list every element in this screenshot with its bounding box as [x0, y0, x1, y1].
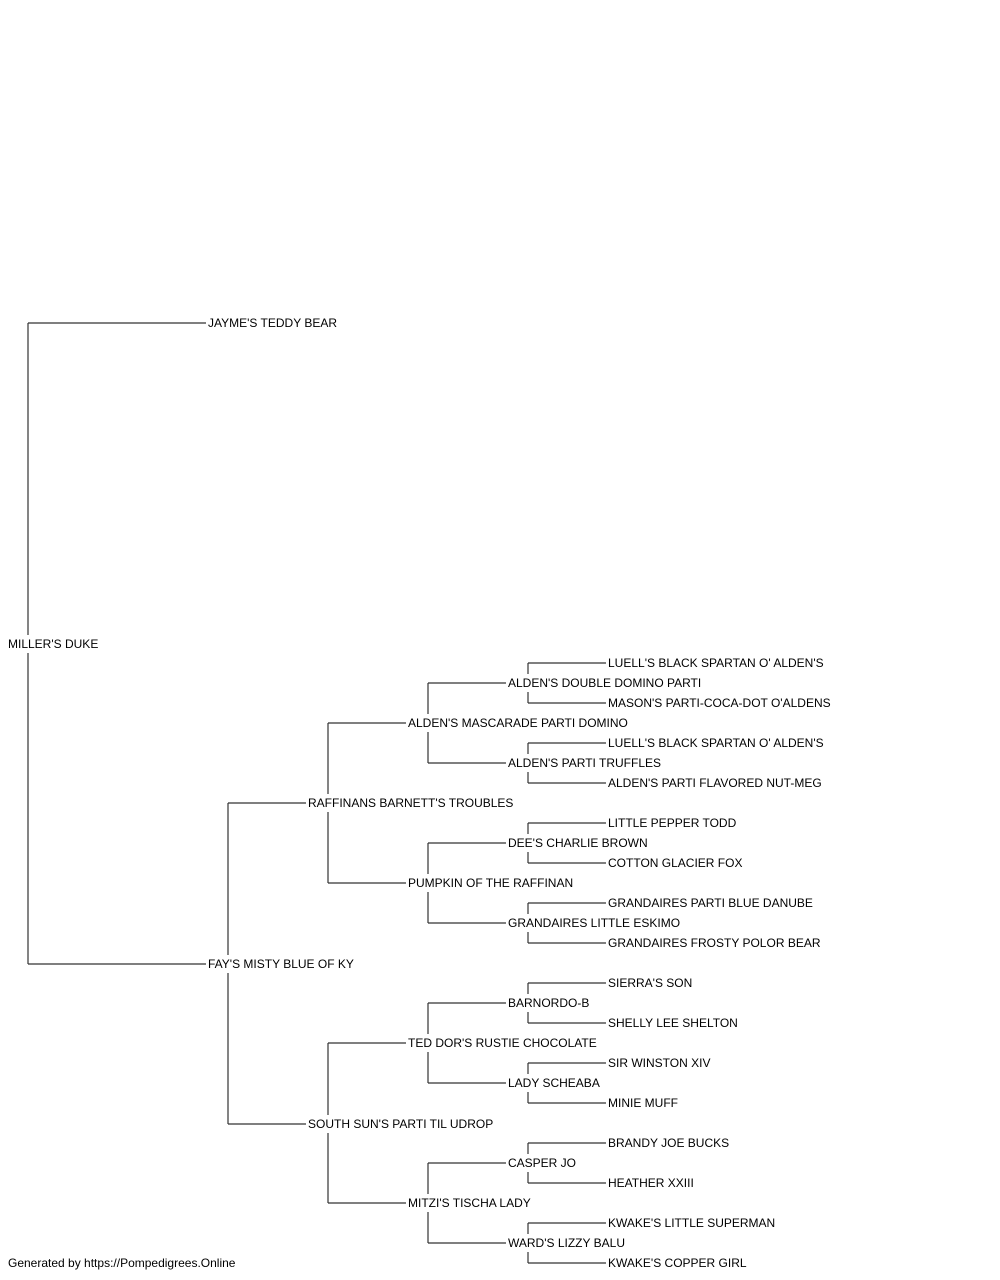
pedigree-node-ddsds: SIR WINSTON XIV [608, 1056, 710, 1070]
pedigree-node-dssss: LUELL'S BLACK SPARTAN O' ALDEN'S [608, 656, 824, 670]
pedigree-node-dsddd: GRANDAIRES FROSTY POLOR BEAR [608, 936, 821, 950]
pedigree-node-dddd: WARD'S LIZZY BALU [508, 1236, 625, 1250]
pedigree-node-ddsdd: MINIE MUFF [608, 1096, 678, 1110]
pedigree-node-s: JAYME'S TEDDY BEAR [208, 316, 337, 330]
pedigree-node-dsd: PUMPKIN OF THE RAFFINAN [408, 876, 573, 890]
pedigree-node-ddd: MITZI'S TISCHA LADY [408, 1196, 531, 1210]
pedigree-node-ddssd: SHELLY LEE SHELTON [608, 1016, 738, 1030]
pedigree-node-ddsd: LADY SCHEABA [508, 1076, 600, 1090]
pedigree-node-dssdd: ALDEN'S PARTI FLAVORED NUT-MEG [608, 776, 822, 790]
pedigree-node-dsdss: LITTLE PEPPER TODD [608, 816, 737, 830]
pedigree-node-dddsd: HEATHER XXIII [608, 1176, 694, 1190]
pedigree-node-dsssd: MASON'S PARTI-COCA-DOT O'ALDENS [608, 696, 831, 710]
pedigree-node-dssd: ALDEN'S PARTI TRUFFLES [508, 756, 661, 770]
pedigree-node-dssds: LUELL'S BLACK SPARTAN O' ALDEN'S [608, 736, 824, 750]
pedigree-node-ddss: BARNORDO-B [508, 996, 589, 1010]
pedigree-node-ddds: CASPER JO [508, 1156, 576, 1170]
pedigree-node-ds: RAFFINANS BARNETT'S TROUBLES [308, 796, 513, 810]
pedigree-node-dsds: DEE'S CHARLIE BROWN [508, 836, 648, 850]
footer-credit: Generated by https://Pompedigrees.Online [8, 1256, 236, 1270]
pedigree-node-dsss: ALDEN'S DOUBLE DOMINO PARTI [508, 676, 701, 690]
pedigree-node-root: MILLER'S DUKE [8, 637, 98, 651]
pedigree-node-dddds: KWAKE'S LITTLE SUPERMAN [608, 1216, 775, 1230]
pedigree-node-dd: SOUTH SUN'S PARTI TIL UDROP [308, 1117, 493, 1131]
pedigree-node-dds: TED DOR'S RUSTIE CHOCOLATE [408, 1036, 597, 1050]
pedigree-node-dsdd: GRANDAIRES LITTLE ESKIMO [508, 916, 680, 930]
pedigree-node-dsdds: GRANDAIRES PARTI BLUE DANUBE [608, 896, 813, 910]
pedigree-node-ddsss: SIERRA'S SON [608, 976, 692, 990]
pedigree-node-dsdsd: COTTON GLACIER FOX [608, 856, 742, 870]
pedigree-node-dddss: BRANDY JOE BUCKS [608, 1136, 729, 1150]
pedigree-node-dss: ALDEN'S MASCARADE PARTI DOMINO [408, 716, 628, 730]
pedigree-node-d: FAY'S MISTY BLUE OF KY [208, 957, 354, 971]
pedigree-node-ddddd: KWAKE'S COPPER GIRL [608, 1256, 747, 1270]
